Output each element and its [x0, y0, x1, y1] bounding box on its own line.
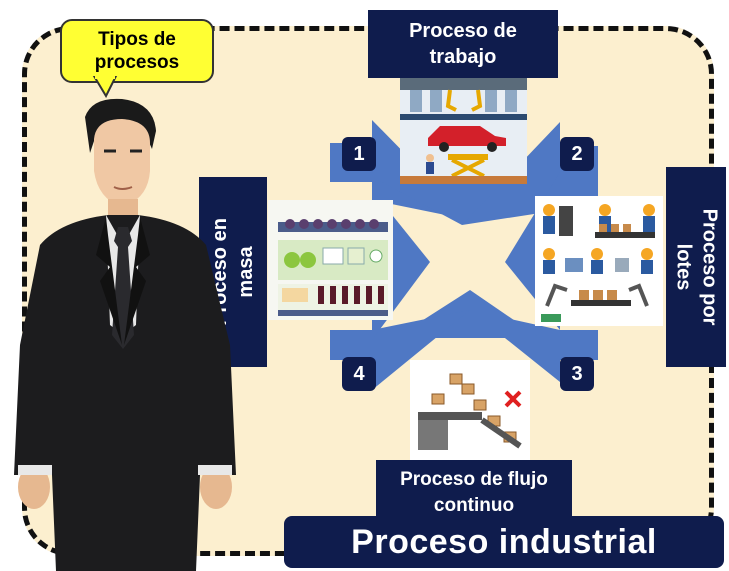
- arrow-4: [330, 310, 470, 390]
- step-number-2: 2: [560, 137, 594, 171]
- businessman-illustration: [14, 98, 236, 571]
- step-number-3: 3: [560, 357, 594, 391]
- continuous-flow-illustration: [410, 360, 530, 460]
- step-number-4: 4: [342, 357, 376, 391]
- step-number-1: 1: [342, 137, 376, 171]
- batch-process-illustration: [535, 196, 663, 326]
- mass-process-illustration: [268, 200, 393, 320]
- speech-bubble-tail: [92, 76, 118, 98]
- work-process-illustration: [400, 76, 527, 184]
- main-title: Proceso industrial: [284, 516, 724, 568]
